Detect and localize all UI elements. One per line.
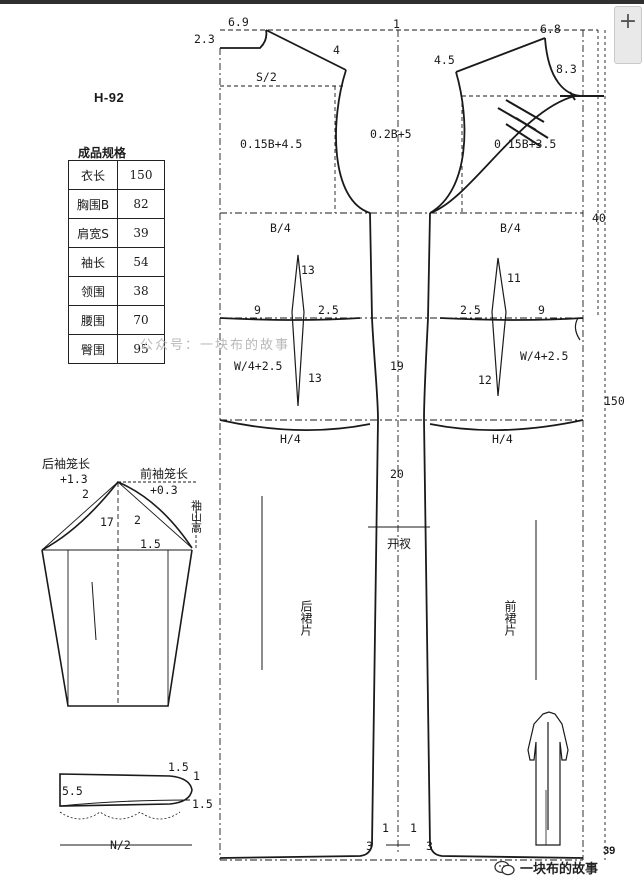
footer-brand: 一块布的故事 [494,858,598,877]
bodice-framework [219,29,606,861]
label-hem-rise-right: 1 [410,821,417,835]
skirt-grain-lines [261,496,537,846]
footer-brand-text: 一块布的故事 [520,862,599,877]
label-front-neck-width: 6.8 [540,22,561,36]
label-armhole-depth: 0.2B+5 [370,127,412,141]
label-sleeve-cap-front-2: 2 [134,513,141,527]
spec-value: 38 [117,276,165,306]
label-back-waist-formula: W/4+2.5 [234,359,282,373]
spec-value: 39 [117,218,165,248]
wechat-icon [494,860,515,875]
label-slit: 开衩 [387,537,411,551]
spec-value: 95 [117,334,165,364]
label-collar-height: 5.5 [62,784,83,798]
label-half-shoulder: S/2 [256,70,277,84]
label-sleeve-cap-1-5: 1.5 [140,537,161,551]
label-waist-line-depth: 40 [592,211,606,225]
spec-value: 82 [117,189,165,219]
label-slit-top: 20 [390,467,404,481]
label-back-waist-side: 9 [254,303,261,317]
label-back-waist-small: 2.5 [318,303,339,317]
label-back-dart-upper: 13 [301,263,315,277]
label-front-waist-small: 2.5 [460,303,481,317]
add-button[interactable]: + [614,6,642,64]
darts [291,254,507,407]
label-collar-bottom: 1.5 [192,797,213,811]
label-back-hip: H/4 [280,432,301,446]
label-sleeve-back-len: 后袖笼长 [42,456,90,471]
sleeve-pattern [41,481,197,707]
label-collar-top: 1.5 [168,760,189,774]
label-total-length: 150 [604,394,625,408]
page-number: 39 [603,845,616,857]
top-bar [0,0,644,4]
label-back-neck-width: 6.9 [228,15,249,29]
label-front-waist-formula: W/4+2.5 [520,349,568,363]
spec-label: 袖长 [68,247,118,277]
qipao-thumbnail [527,711,569,846]
spec-label: 肩宽S [68,218,118,248]
label-front-neck-depth: 8.3 [556,62,577,76]
label-sleeve-front-add: +0.3 [150,483,178,497]
label-hem-flare-left: 3 [366,839,373,853]
label-hem-flare-right: 3 [426,839,433,853]
label-back-armhole-width: 0.15B+4.5 [240,137,302,151]
spec-label: 胸围B [68,189,118,219]
label-sleeve-back-add: +1.3 [60,472,88,486]
label-collar-length: N/2 [110,838,131,852]
label-front-armhole-width: 0.15B+3.5 [494,137,556,151]
pattern-code: H-92 [94,90,125,105]
vertical-labels: 后裙片 前裙片 袖山高 [190,499,518,636]
label-sleeve-front-len: 前袖笼长 [140,466,188,481]
label-waist-to-hip: 19 [390,359,404,373]
label-front-skirt: 前裙片 [503,599,517,636]
label-back-shoulder-slope: 4 [333,43,340,57]
watermark: 公众号：一块布的故事 [140,338,291,353]
spec-label: 臀围 [68,334,118,364]
label-hem-rise-left: 1 [382,821,389,835]
spec-value: 70 [117,305,165,335]
label-back-skirt: 后裙片 [299,600,313,636]
label-front-hip: H/4 [492,432,513,446]
label-back-bust: B/4 [270,221,291,235]
frog-buttons [497,91,604,147]
label-back-dart-lower: 13 [308,371,322,385]
collar-pattern [59,773,193,846]
label-sleeve-cap-17: 17 [100,515,114,529]
label-front-dart-upper: 11 [507,271,521,285]
plus-icon: + [618,9,638,34]
label-front-bust: B/4 [500,221,521,235]
label-sleeve-cap-height: 袖山高 [190,499,203,534]
spec-label: 领围 [68,276,118,306]
label-collar-side-1: 1 [193,769,200,783]
label-front-shoulder-slope: 4.5 [434,53,455,67]
label-back-neck-rise: 2.3 [194,32,215,46]
bodice-outline [219,29,584,859]
label-front-dart-lower: 12 [478,373,492,387]
label-sleeve-cap-back-2: 2 [82,487,89,501]
spec-value: 54 [117,247,165,277]
spec-table-title: 成品规格 [78,146,127,160]
label-top-center: 1 [393,17,400,31]
label-front-waist-side: 9 [538,303,545,317]
